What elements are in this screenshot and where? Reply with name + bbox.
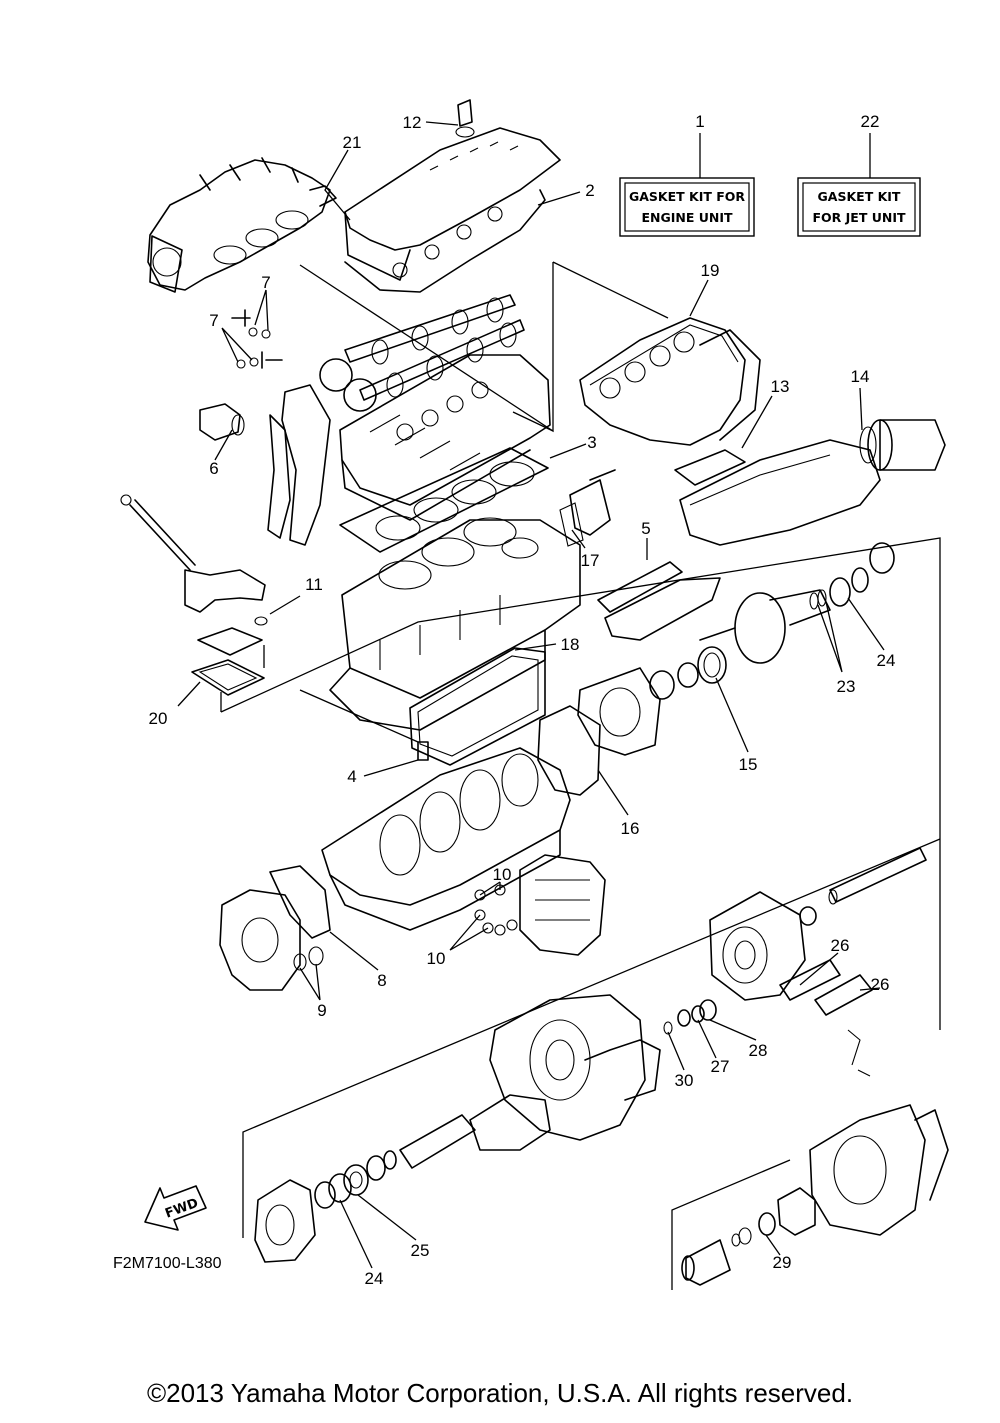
callout-21: 21 <box>343 133 362 152</box>
callout-13: 13 <box>771 377 790 396</box>
kit-22-line2: FOR JET UNIT <box>813 210 906 225</box>
impeller-housing <box>254 1150 397 1263</box>
callout-15: 15 <box>739 755 758 774</box>
callout-7a: 7 <box>261 273 270 292</box>
callout-10a: 10 <box>493 865 512 884</box>
camshafts <box>319 294 525 412</box>
nozzle-housing <box>681 1104 949 1286</box>
copyright-notice: ©2013 Yamaha Motor Corporation, U.S.A. A… <box>146 1378 854 1408</box>
callout-25: 25 <box>411 1241 430 1260</box>
callout-27: 27 <box>711 1057 730 1076</box>
callout-17: 17 <box>581 551 600 570</box>
intake-plenum <box>674 439 881 546</box>
callout-5: 5 <box>641 519 650 538</box>
throttle-body <box>859 419 946 471</box>
callout-numbers: 1 22 12 21 2 7 7 6 19 13 14 3 17 5 11 18… <box>149 112 896 1288</box>
kit-1-line2: ENGINE UNIT <box>641 210 733 225</box>
valve-cover <box>344 99 561 293</box>
stator-cover <box>537 667 661 796</box>
kit-1-line1: GASKET KIT FOR <box>629 189 745 204</box>
callout-24a: 24 <box>877 651 896 670</box>
callout-4: 4 <box>347 767 356 786</box>
cylinder-head <box>339 354 551 521</box>
callout-26b: 26 <box>871 975 890 994</box>
callout-24b: 24 <box>365 1269 384 1288</box>
callout-8: 8 <box>377 971 386 990</box>
oil-dipstick <box>120 494 268 626</box>
callout-16: 16 <box>621 819 640 838</box>
chain-tensioner <box>199 309 283 441</box>
callout-29: 29 <box>773 1253 792 1272</box>
side-cover-gasket <box>409 647 546 766</box>
callout-10b: 10 <box>427 949 446 968</box>
callout-9: 9 <box>317 1001 326 1020</box>
callout-7b: 7 <box>209 311 218 330</box>
breather-plate <box>191 627 265 696</box>
kit-22-line1: GASKET KIT <box>818 189 901 204</box>
timing-chain <box>267 384 331 546</box>
callout-30: 30 <box>675 1071 694 1090</box>
oil-filter-housing <box>474 854 606 956</box>
head-gasket <box>339 447 549 553</box>
coupling-housing <box>649 542 895 700</box>
intake-manifold <box>579 317 761 446</box>
gasket-kit-engine-unit-label: GASKET KIT FOR ENGINE UNIT <box>619 177 755 237</box>
drive-shaft <box>799 847 927 926</box>
exhaust-manifold <box>147 157 337 293</box>
callout-23: 23 <box>837 677 856 696</box>
callout-28: 28 <box>749 1041 768 1060</box>
callout-2: 2 <box>585 181 594 200</box>
callout-11: 11 <box>305 575 323 594</box>
callout-leaders <box>177 121 885 1269</box>
callout-12: 12 <box>403 113 422 132</box>
callout-20: 20 <box>149 709 168 728</box>
callout-6: 6 <box>209 459 218 478</box>
callout-22: 22 <box>861 112 880 131</box>
gasket-kit-jet-unit-label: GASKET KIT FOR JET UNIT <box>797 177 921 237</box>
cylinder-block <box>329 517 581 731</box>
callout-18: 18 <box>561 635 580 654</box>
jet-pump-housing <box>399 994 661 1169</box>
oil-pump <box>219 865 331 991</box>
callout-26a: 26 <box>831 936 850 955</box>
forward-direction-arrow: FWD <box>144 1185 207 1231</box>
diagram-code: F2M7100-L380 <box>113 1255 222 1272</box>
callout-3: 3 <box>587 433 596 452</box>
callout-1: 1 <box>695 112 704 131</box>
group-boundaries <box>220 261 941 1290</box>
crankcase <box>321 741 571 931</box>
oil-cooler-gasket <box>597 561 721 641</box>
callout-19: 19 <box>701 261 720 280</box>
intermediate-housing <box>663 891 873 1077</box>
callout-14: 14 <box>851 367 870 386</box>
water-jacket-cover <box>559 469 616 547</box>
